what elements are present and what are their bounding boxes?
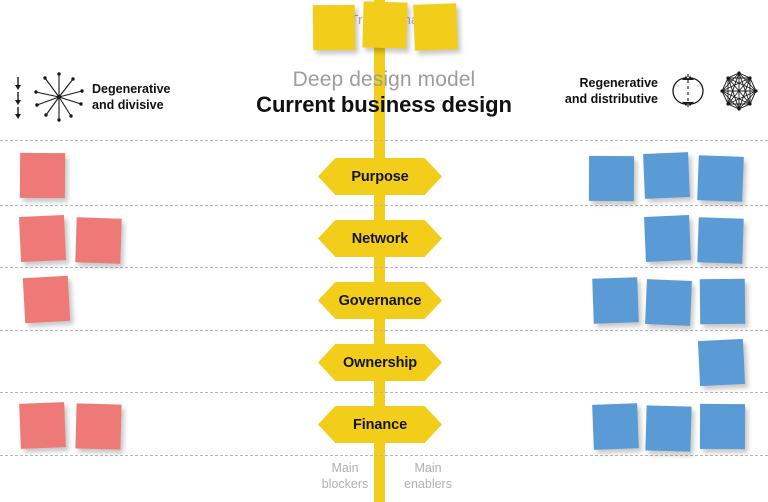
row-label-network-text: Network xyxy=(351,230,409,247)
enabler-note-purpose-3[interactable] xyxy=(697,155,744,202)
separator-rule-finance xyxy=(0,455,768,456)
blocker-note-finance-1[interactable] xyxy=(19,402,66,449)
down-arrows-icon xyxy=(10,75,26,119)
row-label-finance-text: Finance xyxy=(352,416,408,433)
separator-rule-top xyxy=(0,140,768,141)
footer-main-enablers-line2: enablers xyxy=(404,476,452,491)
row-label-finance[interactable]: Finance xyxy=(318,406,442,443)
enabler-note-finance-3[interactable] xyxy=(699,403,746,450)
enabler-note-finance-1[interactable] xyxy=(592,403,639,450)
blocker-note-governance-1[interactable] xyxy=(22,275,71,324)
blocker-note-purpose-1[interactable] xyxy=(19,152,66,199)
row-label-ownership[interactable]: Ownership xyxy=(318,344,442,381)
enabler-note-governance-2[interactable] xyxy=(645,279,692,326)
top-yellow-note-1[interactable] xyxy=(312,4,356,51)
page-title-block: Deep design model Current business desig… xyxy=(228,68,540,117)
row-label-network[interactable]: Network xyxy=(318,220,442,257)
top-yellow-note-3[interactable] xyxy=(413,3,458,51)
legend-regenerative-text: Regenerative and distributive xyxy=(565,75,658,107)
top-yellow-note-2[interactable] xyxy=(362,1,408,49)
enabler-note-finance-2[interactable] xyxy=(645,405,692,452)
legend-regenerative-line2: and distributive xyxy=(564,92,658,106)
enabler-note-governance-3[interactable] xyxy=(699,278,746,325)
legend-regenerative-line1: Regenerative xyxy=(579,76,658,90)
blocker-note-network-1[interactable] xyxy=(19,215,66,262)
footer-main-blockers-line2: blockers xyxy=(321,476,369,491)
footer-main-enablers-line1: Main xyxy=(414,461,442,475)
page-subtitle: Deep design model xyxy=(292,68,476,91)
header-band: Degenerative and divisive Deep design mo… xyxy=(0,68,768,130)
enabler-note-network-2[interactable] xyxy=(697,217,744,264)
legend-degenerative-line1: Degenerative xyxy=(92,82,171,96)
row-label-ownership-text: Ownership xyxy=(342,354,418,371)
starburst-icon xyxy=(32,70,86,124)
footer-main-blockers-line1: Main xyxy=(331,461,359,475)
page-title: Current business design xyxy=(256,91,512,117)
legend-degenerative: Degenerative and divisive xyxy=(10,70,171,124)
enabler-note-purpose-1[interactable] xyxy=(588,155,635,202)
enabler-note-network-1[interactable] xyxy=(644,215,691,262)
legend-degenerative-text: Degenerative and divisive xyxy=(92,81,171,113)
row-label-governance[interactable]: Governance xyxy=(318,282,442,319)
separator-rule-network xyxy=(0,267,768,268)
legend-degenerative-line2: and divisive xyxy=(92,98,164,112)
enabler-note-purpose-2[interactable] xyxy=(643,152,690,199)
blocker-note-network-2[interactable] xyxy=(75,217,122,264)
footer-main-blockers: Main blockers xyxy=(305,461,385,492)
separator-rule-ownership xyxy=(0,392,768,393)
separator-rule-governance xyxy=(0,330,768,331)
row-label-governance-text: Governance xyxy=(338,292,422,309)
blocker-note-finance-2[interactable] xyxy=(75,403,122,450)
legend-regenerative: Regenerative and distributive xyxy=(565,70,760,112)
enabler-note-governance-1[interactable] xyxy=(592,277,639,324)
enabler-note-ownership-1[interactable] xyxy=(697,338,746,387)
circular-loop-icon xyxy=(665,71,711,111)
row-label-purpose[interactable]: Purpose xyxy=(318,158,442,195)
row-label-purpose-text: Purpose xyxy=(351,168,409,185)
footer-main-enablers: Main enablers xyxy=(388,461,468,492)
separator-rule-purpose xyxy=(0,205,768,206)
network-mesh-icon xyxy=(718,70,760,112)
